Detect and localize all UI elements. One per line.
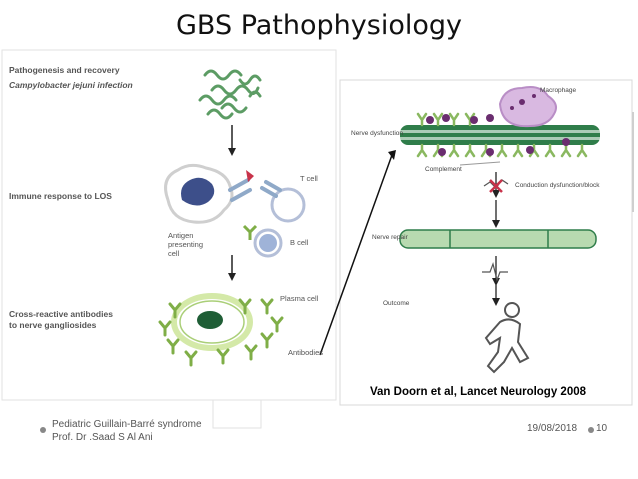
macrophage-label: Macrophage: [540, 87, 576, 94]
citation: Van Doorn et al, Lancet Neurology 2008: [370, 386, 586, 398]
nerve-repair-label: Nerve repair: [372, 234, 408, 241]
plasma-cell-label: Plasma cell: [280, 295, 318, 304]
footer-bullet-left: [40, 427, 46, 433]
t-cell: [272, 189, 304, 221]
repaired-nerve: [400, 230, 596, 248]
plasma-cell: [174, 296, 250, 348]
page-number: 10: [596, 423, 607, 434]
antibodies-label: Antibodies: [288, 349, 323, 358]
complement-label: Complement: [425, 166, 462, 173]
conduction-block-label: Conduction dysfunction/block: [515, 182, 600, 189]
step-crossreactive-label-1: Cross-reactive antibodies: [9, 310, 113, 320]
outcome-label: Outcome: [383, 300, 409, 307]
step-crossreactive-label-2: to nerve gangliosides: [9, 321, 96, 331]
pathogenesis-heading: Pathogenesis and recovery: [9, 66, 120, 76]
left-panel-tab: [213, 400, 261, 428]
b-cell-label: B cell: [290, 239, 308, 248]
t-cell-label: T cell: [300, 175, 318, 184]
nerve-dysfunction-label: Nerve dysfunction: [351, 130, 403, 137]
footer-left: Pediatric Guillain-Barré syndrome Prof. …: [52, 418, 202, 444]
footer-bullet-right: [588, 427, 594, 433]
antigen-presenting-cell: [166, 165, 232, 222]
step-infection-label: Campylobacter jejuni infection: [9, 81, 133, 91]
step-immune-label: Immune response to LOS: [9, 192, 112, 202]
apc-label-3: cell: [168, 250, 179, 259]
left-panel-frame: [2, 50, 336, 400]
footer-line-1: Pediatric Guillain-Barré syndrome: [52, 418, 202, 431]
footer-date: 19/08/2018: [527, 423, 577, 434]
footer-line-2: Prof. Dr .Saad S Al Ani: [52, 431, 202, 444]
